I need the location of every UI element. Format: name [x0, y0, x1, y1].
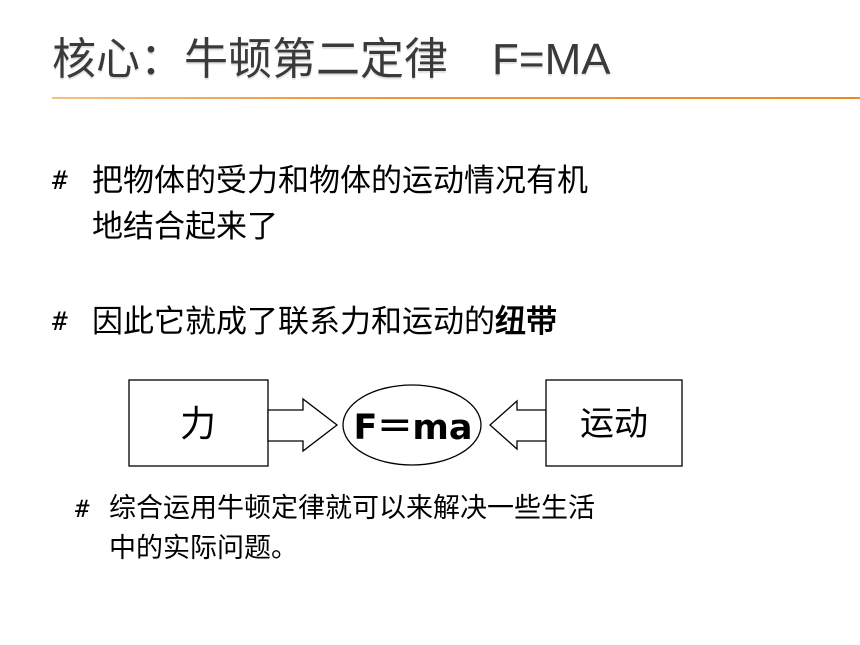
- bullet-text: 因此它就成了联系力和运动的纽带: [92, 299, 557, 345]
- bullet-mark: #: [75, 495, 90, 523]
- bullet-item: # 综合运用牛顿定律就可以来解决一些生活 中的实际问题。: [75, 489, 755, 579]
- title-underline: [52, 97, 860, 99]
- bullet-text: 综合运用牛顿定律就可以来解决一些生活 中的实际问题。: [109, 489, 595, 569]
- bullet-item: # 因此它就成了联系力和运动的纽带: [52, 299, 732, 349]
- formula-label: F＝ma: [354, 408, 473, 448]
- bullet-emphasis: 纽带: [495, 304, 557, 340]
- bullet-line: 综合运用牛顿定律就可以来解决一些生活: [109, 493, 595, 524]
- title-main: 核心：牛顿第二定律: [52, 34, 448, 85]
- bullet-line: 中的实际问题。: [109, 533, 298, 564]
- bullet-line: 地结合起来了: [92, 209, 278, 245]
- motion-box: [545, 379, 683, 467]
- force-label: 力: [180, 404, 216, 445]
- slide-title: 核心：牛顿第二定律 F=MA: [52, 30, 611, 90]
- bullet-line: 把物体的受力和物体的运动情况有机: [92, 163, 588, 199]
- bullet-text: 把物体的受力和物体的运动情况有机 地结合起来了: [92, 158, 588, 250]
- bullet-line: 因此它就成了联系力和运动的: [92, 304, 495, 340]
- right-arrow-icon: [267, 397, 339, 453]
- bullet-mark: #: [52, 166, 68, 196]
- bullet-item: # 把物体的受力和物体的运动情况有机 地结合起来了: [52, 158, 732, 258]
- title-formula: F=MA: [492, 35, 611, 84]
- bullet-mark: #: [52, 307, 68, 337]
- formula-ellipse: [342, 384, 482, 466]
- motion-label: 运动: [580, 404, 648, 444]
- force-box: [128, 379, 269, 467]
- left-arrow-icon: [489, 399, 547, 451]
